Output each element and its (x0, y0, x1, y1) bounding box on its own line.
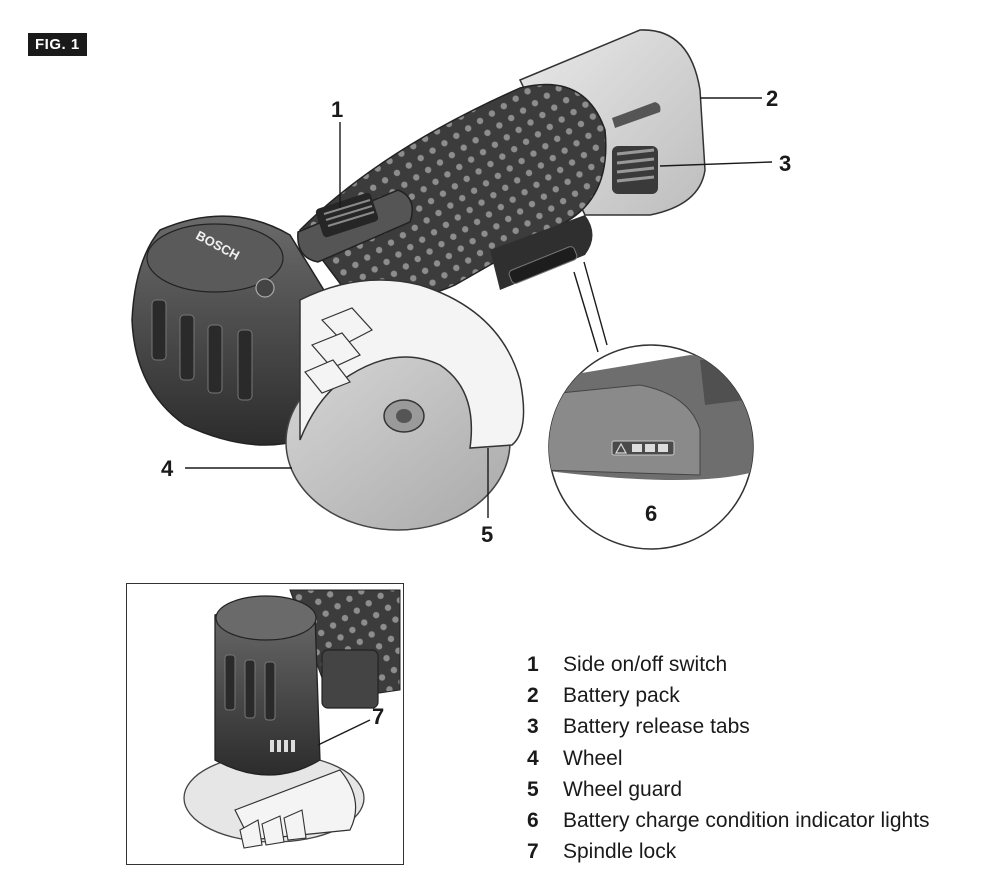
callout-3: 3 (779, 151, 791, 176)
legend-text: Side on/off switch (563, 653, 728, 676)
callout-6: 6 (645, 501, 657, 526)
legend-number: 3 (527, 715, 539, 739)
legend-text: Battery release tabs (563, 715, 750, 739)
callout-5: 5 (481, 522, 493, 547)
callout-1: 1 (331, 97, 343, 122)
legend-number: 7 (527, 840, 539, 864)
callout-2: 2 (766, 86, 778, 111)
legend-item: 5 Wheel guard (527, 778, 930, 809)
side-on-off-switch (297, 189, 413, 263)
battery-release-tabs (612, 146, 658, 194)
wheel (285, 353, 511, 531)
legend-number: 4 (527, 746, 539, 770)
handle-grip (299, 83, 607, 300)
legend-item: 1 Side on/off switch (527, 653, 930, 684)
legend-text: Wheel guard (563, 777, 683, 801)
motor-housing: BOSCH (131, 215, 333, 446)
inset-illustration (183, 589, 401, 849)
legend-item: 4 Wheel (527, 747, 930, 778)
legend-text: Wheel (563, 746, 623, 770)
legend-item: 3 Battery release tabs (527, 715, 930, 746)
legend-text: Battery pack (563, 684, 680, 708)
legend-number: 5 (527, 777, 539, 801)
wheel-guard (299, 279, 525, 449)
legend-text: Battery charge condition indicator light… (563, 808, 930, 832)
legend-text: Spindle lock (563, 840, 677, 864)
legend-item: 2 Battery pack (527, 684, 930, 715)
callout-4: 4 (161, 456, 174, 481)
zoom-detail-battery-indicator (548, 344, 754, 550)
legend-number: 2 (527, 684, 539, 708)
legend-number: 1 (527, 653, 539, 676)
legend-number: 6 (527, 808, 539, 832)
inset-frame (126, 583, 404, 865)
legend-item: 7 Spindle lock (527, 840, 930, 871)
callout-7: 7 (372, 704, 384, 729)
legend-item: 6 Battery charge condition indicator ligh… (527, 809, 930, 840)
figure-label: FIG. 1 (28, 33, 87, 56)
